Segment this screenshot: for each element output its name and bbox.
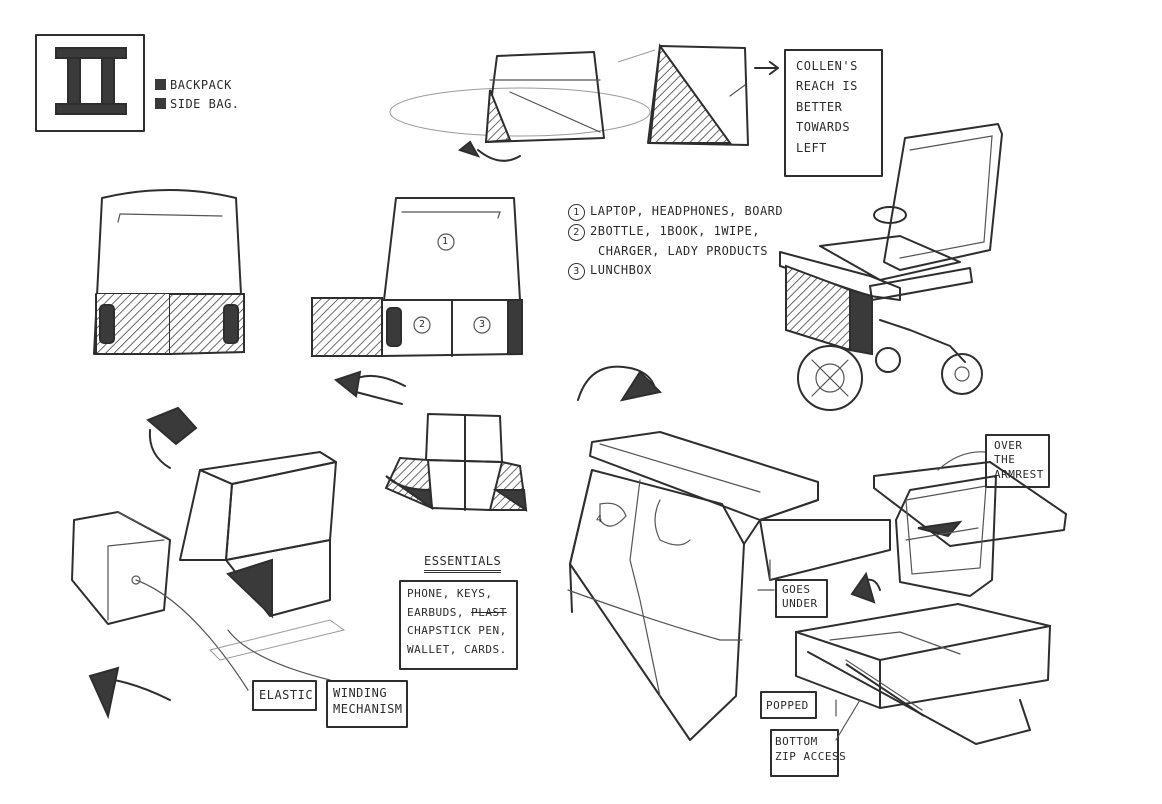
winding-label: WINDING MECHANISM bbox=[333, 685, 403, 717]
over-armrest-label: OVER THE ARMREST bbox=[994, 439, 1044, 482]
legend-swatch bbox=[155, 98, 166, 109]
drawer-sketch bbox=[796, 604, 1050, 744]
compartment-item: 22BOTTLE, 1BOOK, 1WIPE, bbox=[568, 222, 783, 242]
bag-label-one: 1 bbox=[442, 234, 449, 250]
essentials-line: EARBUDS, PLAST bbox=[407, 604, 507, 623]
elastic-label: ELASTIC bbox=[259, 686, 313, 705]
compartment-item: 1LAPTOP, HEADPHONES, BOARD bbox=[568, 202, 783, 222]
goes-under-label: GOES UNDER bbox=[782, 583, 818, 612]
popped-label: POPPED bbox=[766, 697, 809, 714]
reach-note-line: TOWARDS bbox=[796, 117, 858, 137]
legend-swatch bbox=[155, 79, 166, 90]
essentials-list: PHONE, KEYS, EARBUDS, PLAST CHAPSTICK PE… bbox=[407, 585, 507, 660]
reach-note-line: COLLEN'S bbox=[796, 56, 858, 76]
compartment-list: 1LAPTOP, HEADPHONES, BOARD 22BOTTLE, 1BO… bbox=[568, 202, 783, 281]
bag-label-three: 3 bbox=[479, 317, 486, 333]
bag-label-two: 2 bbox=[419, 317, 426, 333]
legend: BACKPACK SIDE BAG. bbox=[155, 76, 240, 113]
reach-note-line: LEFT bbox=[796, 138, 858, 158]
sidebag-front-sketch bbox=[386, 414, 526, 510]
essentials-line: WALLET, CARDS. bbox=[407, 641, 507, 660]
page-mark-box bbox=[36, 35, 144, 131]
essentials-line: CHAPSTICK PEN, bbox=[407, 622, 507, 641]
top-folding-sketch bbox=[390, 46, 778, 161]
rotate-arrow-center bbox=[578, 367, 660, 400]
reach-note-line: REACH IS bbox=[796, 76, 858, 96]
backpack-front-sketch bbox=[94, 190, 244, 354]
essentials-line: PHONE, KEYS, bbox=[407, 585, 507, 604]
sidebag-isometric-sketch bbox=[72, 408, 344, 716]
compartment-item: 3LUNCHBOX bbox=[568, 261, 783, 281]
wheelchair-sketch bbox=[780, 124, 1002, 410]
zip-access-label: BOTTOM ZIP ACCESS bbox=[775, 735, 846, 765]
essentials-title: ESSENTIALS bbox=[424, 552, 501, 571]
bag-label-four: 4 bbox=[596, 512, 603, 528]
legend-item-backpack: BACKPACK bbox=[155, 76, 240, 95]
legend-item-sidebag: SIDE BAG. bbox=[155, 95, 240, 114]
reach-note-line: BETTER bbox=[796, 97, 858, 117]
reach-note: COLLEN'S REACH IS BETTER TOWARDS LEFT bbox=[796, 56, 858, 158]
backpack-expanded-sketch bbox=[312, 198, 522, 404]
compartment-item: CHARGER, LADY PRODUCTS bbox=[568, 242, 783, 262]
